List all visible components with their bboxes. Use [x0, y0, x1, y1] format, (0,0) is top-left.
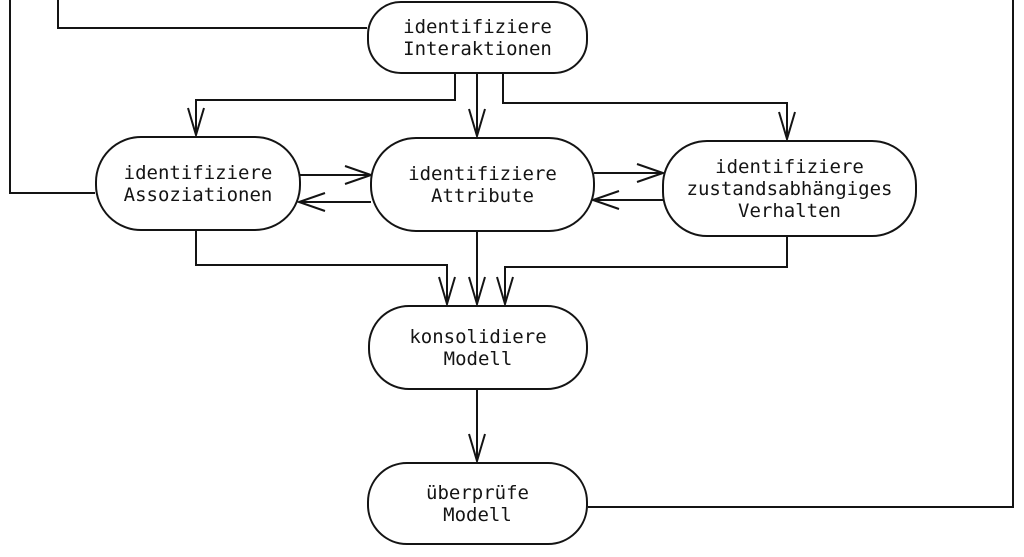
node-identifiziere-assoziationen: identifiziere Assoziationen [95, 136, 301, 231]
node-label-line: identifiziere [408, 162, 557, 185]
edge-attribute-to-assoziationen [295, 192, 371, 212]
edge-attribute-to-konsolidiere [468, 232, 486, 308]
edge-verhalten-to-attribute [589, 190, 663, 210]
edge-attribute-to-verhalten [594, 163, 667, 183]
node-identifiziere-interaktionen: identifiziere Interaktionen [367, 1, 588, 74]
edge-verhalten-to-konsolidiere [496, 237, 788, 308]
edge-ueberpruefe-loop-to-top [588, 0, 1014, 508]
node-label-line: Verhalten [738, 199, 841, 222]
edge-topleft-loop-to-assoziationen [9, 0, 95, 194]
edge-interaktionen-to-verhalten [502, 74, 796, 143]
node-label-line: konsolidiere [409, 325, 547, 348]
node-label-line: zustandsabhängiges [686, 177, 893, 200]
edge-topleft-loop-to-interaktionen [57, 0, 367, 29]
node-label-line: identifiziere [123, 161, 273, 184]
node-label-line: identifiziere [715, 155, 864, 178]
node-konsolidiere-modell: konsolidiere Modell [368, 305, 588, 390]
node-ueberpruefe-modell: überprüfe Modell [367, 462, 588, 545]
edge-assoziationen-to-attribute [300, 165, 375, 185]
edge-interaktionen-to-attribute [468, 74, 486, 140]
edge-interaktionen-to-assoziationen [187, 74, 456, 139]
node-label-line: Modell [443, 503, 512, 526]
node-identifiziere-zustandsabhaengiges-verhalten: identifiziere zustandsabhängiges Verhalt… [662, 140, 917, 237]
node-identifiziere-attribute: identifiziere Attribute [370, 137, 595, 232]
node-label-line: Interaktionen [403, 37, 552, 60]
edge-assoziationen-to-konsolidiere [195, 231, 456, 308]
node-label-line: Modell [443, 347, 513, 370]
node-label-line: Assoziationen [123, 183, 273, 206]
node-label-line: identifiziere [403, 15, 552, 38]
node-label-line: überprüfe [426, 481, 529, 504]
node-label-line: Attribute [431, 184, 534, 207]
edge-konsolidiere-to-ueberpruefe [468, 390, 486, 465]
